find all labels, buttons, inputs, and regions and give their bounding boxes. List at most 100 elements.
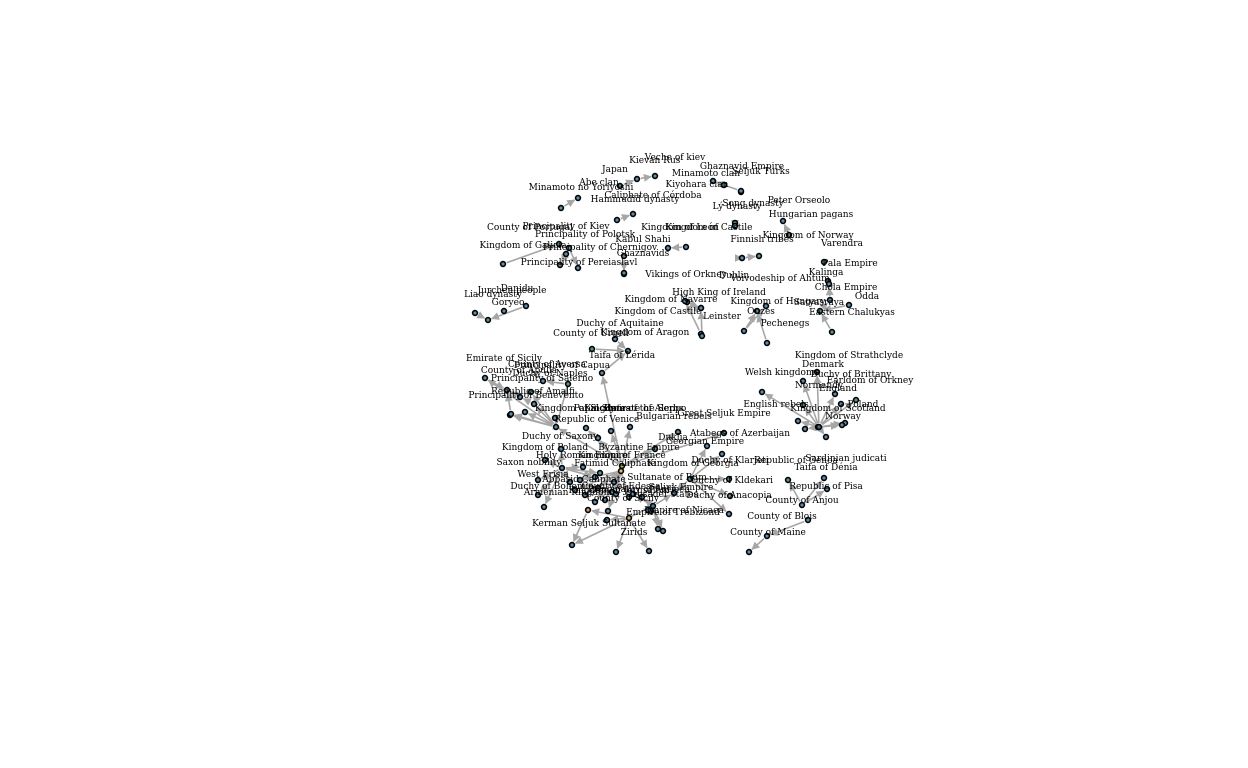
node-principality-benevento: [507, 410, 515, 418]
edge-kingdom_scotland-to-normandy: [804, 407, 818, 425]
node-e-mid-o: [625, 493, 633, 501]
label-ghaznavids: Ghaznavids: [617, 249, 670, 259]
label-kingdom-galicia: Kingdom of Galicia: [480, 241, 568, 251]
node-minamoto-clan: [709, 177, 717, 185]
label-holy-roman-empire: Holy Roman Empire: [536, 451, 628, 461]
node-republic-amalfi: [530, 400, 538, 408]
node-ouzes: [740, 327, 748, 335]
label-kingdom-aragon: Kingdom of Aragon: [601, 328, 690, 338]
node-e-top-e: [822, 433, 830, 441]
node-leinster: [698, 332, 706, 340]
node-georgian-empire: [718, 450, 726, 458]
edge-holy_roman_empire-to-e_mid_r: [560, 470, 569, 480]
node-e-mid-n: [603, 516, 611, 524]
edge-duchy_aquitaine-to-kingdom_aragon: [617, 340, 626, 349]
label-county-maine: County of Maine: [730, 528, 806, 538]
edge-leinster-to-high_king_ireland: [697, 311, 706, 333]
label-leinster: Leinster: [703, 312, 742, 322]
edge-kingdom_scotland-to-england: [821, 406, 839, 425]
label-kabul-shahi: Kabul Shahi: [615, 235, 671, 245]
label-principality-salerno: Principality of Salerno: [491, 374, 593, 384]
edge-ouzes-to-kingdom_hungary: [745, 313, 756, 329]
edge-kingdom_georgia-to-duchy_anacopia: [692, 481, 727, 512]
label-high-king-ireland: High King of Ireland: [672, 288, 766, 298]
node-e-mid-d: [571, 486, 579, 494]
node-e-mid-h: [594, 484, 602, 492]
label-kingdom-hungary: Kingdom of Hungary: [730, 297, 826, 307]
label-peter-orseolo: Peter Orseolo: [768, 196, 830, 206]
node-armenian-kingdom: [584, 506, 592, 514]
edge-county_urgell-to-kingdom_aragon: [595, 346, 625, 355]
node-odda: [845, 301, 853, 309]
node-hammudid-dynasty: [613, 216, 621, 224]
label-kievan-rus: Kievan Rus': [629, 156, 683, 166]
node-veche-of-kiev: [651, 172, 659, 180]
node-holy-roman-empire: [558, 464, 566, 472]
edge-japan-to-kievan_rus: [623, 179, 635, 187]
edge-byzantine_empire-to-kingdom_sicily: [558, 428, 619, 465]
node-caliphate-cordoba: [629, 210, 637, 218]
node-kingdom-hungary: [753, 307, 761, 315]
edge-fatimid_caliphate-to-e_mid_o: [621, 474, 630, 494]
edge-fatimid_caliphate-to-e_mid_h: [600, 472, 619, 487]
node-finnish-tribes: [738, 254, 746, 262]
label-principality-kiev: Principality of Kiev: [522, 222, 610, 232]
node-principality-chernigov: [556, 261, 564, 269]
edge-county_sicily-to-e_mid_n: [610, 515, 626, 523]
label-jurchen-people: Jurchen people: [477, 286, 547, 296]
edge-holy_roman_empire-to-e_mid_p: [565, 468, 592, 478]
node-republic-venice: [594, 434, 602, 442]
label-minamoto-yoriyoshi: Minamoto no Yoriyoshi: [529, 183, 634, 193]
node-welsh-kingdoms: [758, 388, 766, 396]
node-kingdom-france: [596, 469, 604, 477]
label-principality-antioch: Principality of Antioch: [588, 485, 690, 495]
label-veche-of-kiev: Veche of kiev: [644, 153, 706, 163]
label-song-dynasty: Song dynasty: [722, 199, 784, 209]
node-e-mid-l: [638, 493, 646, 501]
node-county-aversa: [539, 377, 547, 385]
node-e-mid-r: [566, 478, 574, 486]
edge-kingdom_georgia-to-duchy_kldekari: [693, 479, 728, 496]
node-high-king-ireland: [697, 304, 705, 312]
edge-kingdom_georgia-to-sultanate_rum: [676, 481, 688, 491]
node-layer: [471, 172, 860, 556]
node-duklja: [651, 445, 659, 453]
label-kingdom-serbs: Kingdom of the Serbs: [584, 404, 684, 414]
node-seljuk-turks: [737, 187, 745, 195]
label-kingdom-jerusalem: Kingdom of Jerusalem: [568, 486, 670, 496]
node-kerman-seljuk: [568, 541, 576, 549]
edge-kingdom_georgia-to-georgian_empire: [692, 455, 720, 478]
edge-republic_pisa-to-republic_genoa: [789, 482, 801, 502]
node-kingdom-poland: [541, 456, 549, 464]
node-minamoto-yoriyoshi: [557, 204, 565, 212]
label-duchy-naples: Duchy of Naples: [512, 369, 588, 379]
edge-holy_roman_empire-to-saxon_nobility: [540, 469, 559, 479]
node-county-sicily: [625, 514, 633, 522]
node-saxon-nobility: [534, 476, 542, 484]
node-county-blois: [763, 532, 771, 540]
label-county-of-portugal: County of Portugal: [487, 223, 573, 233]
edge-kingdom_sicily-to-duchy_naples: [532, 394, 555, 425]
node-chola-empire: [826, 296, 834, 304]
label-kingdom-strathclyde: Kingdom of Strathclyde: [795, 351, 903, 361]
node-great-seljuk: [720, 429, 728, 437]
node-emirate-aleppo: [626, 423, 634, 431]
node-earldom-orkney: [852, 396, 860, 404]
edge-byzantine_empire-to-bulgarian_rebels: [625, 433, 676, 465]
label-danidu: Danidu: [501, 284, 534, 294]
label-emirate-sicily: Emirate of Sicily: [466, 354, 543, 364]
label-principality-polotsk: Principality of Polotsk: [535, 230, 636, 240]
label-odda: Odda: [855, 292, 880, 302]
edge-minamoto_yoriyoshi-to-abe_clan: [564, 199, 576, 208]
label-county-blois: County of Blois: [747, 512, 817, 522]
label-duklja: Duklja: [658, 433, 688, 443]
node-republic-pisa: [798, 501, 806, 509]
node-kingdom-galicia: [499, 260, 507, 268]
node-e-mid-k: [612, 548, 620, 556]
edge-seljuk_empire-to-empire_trebizond: [653, 509, 663, 529]
node-emirate-sicily: [481, 374, 489, 382]
label-emirate-aleppo: Emirate of Aleppo: [604, 404, 687, 414]
label-ghaznavid-empire: Ghaznavid Empire: [700, 162, 784, 172]
node-e-mid-i: [576, 476, 584, 484]
